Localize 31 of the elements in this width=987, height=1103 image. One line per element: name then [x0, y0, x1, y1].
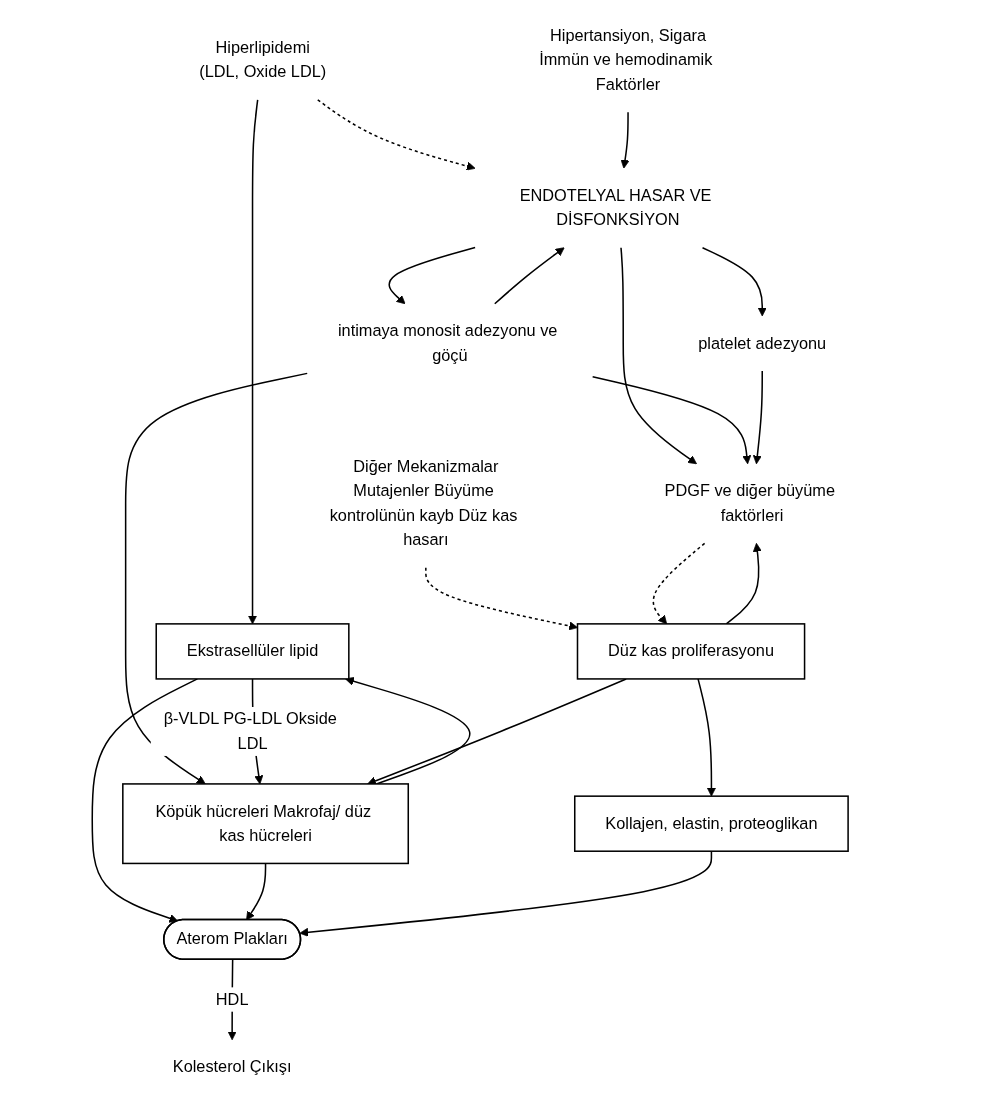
arrow — [299, 850, 713, 937]
arrow — [425, 567, 578, 631]
arrow — [494, 247, 565, 305]
arrow — [248, 99, 259, 625]
node-text: platelet adezyonu — [698, 334, 827, 352]
node-text: intimaya monosit adezyonu ve göçü — [337, 322, 558, 364]
edge-label: β-VLDL PG-LDL Okside LDL — [163, 710, 337, 752]
arrow — [725, 542, 762, 625]
arrow — [317, 99, 476, 171]
arrow — [591, 375, 752, 465]
arrow — [701, 246, 767, 317]
node-text: PDGF ve diğer büyüme faktörleri — [664, 482, 835, 524]
node-text: Hipertansiyon, Sigara İmmün ve hemodinamik Faktörler — [539, 26, 713, 93]
arrow — [752, 370, 763, 465]
node-box: Kollajen, elastin, proteoglikan — [574, 795, 849, 852]
arrow — [620, 246, 697, 465]
edge-label: HDL — [215, 990, 249, 1008]
node-text: Kolesterol Çıkışı — [172, 1058, 292, 1076]
node-text: Diğer Mekanizmalar Mutajenler Büyüme kontrolünün kayb Düz kas hasarı — [329, 457, 518, 549]
node-text: ENDOTELYAL HASAR VE DİSFONKSİYON — [519, 186, 712, 229]
arrow — [652, 542, 706, 625]
node-box: Düz kas proliferasyonu — [576, 623, 806, 680]
node-text: Hiperlipidemi (LDL, Oxide LDL) — [199, 38, 327, 81]
arrow — [388, 246, 476, 305]
node-box: Ekstrasellüler lipid — [155, 623, 350, 680]
arrow — [91, 678, 199, 923]
arrow — [345, 676, 471, 785]
arrow — [246, 862, 267, 921]
node-box: Köpük hücreleri Makrofaj/ düz kas hücreleri — [122, 783, 410, 865]
arrow — [697, 678, 716, 797]
arrow — [620, 111, 630, 169]
